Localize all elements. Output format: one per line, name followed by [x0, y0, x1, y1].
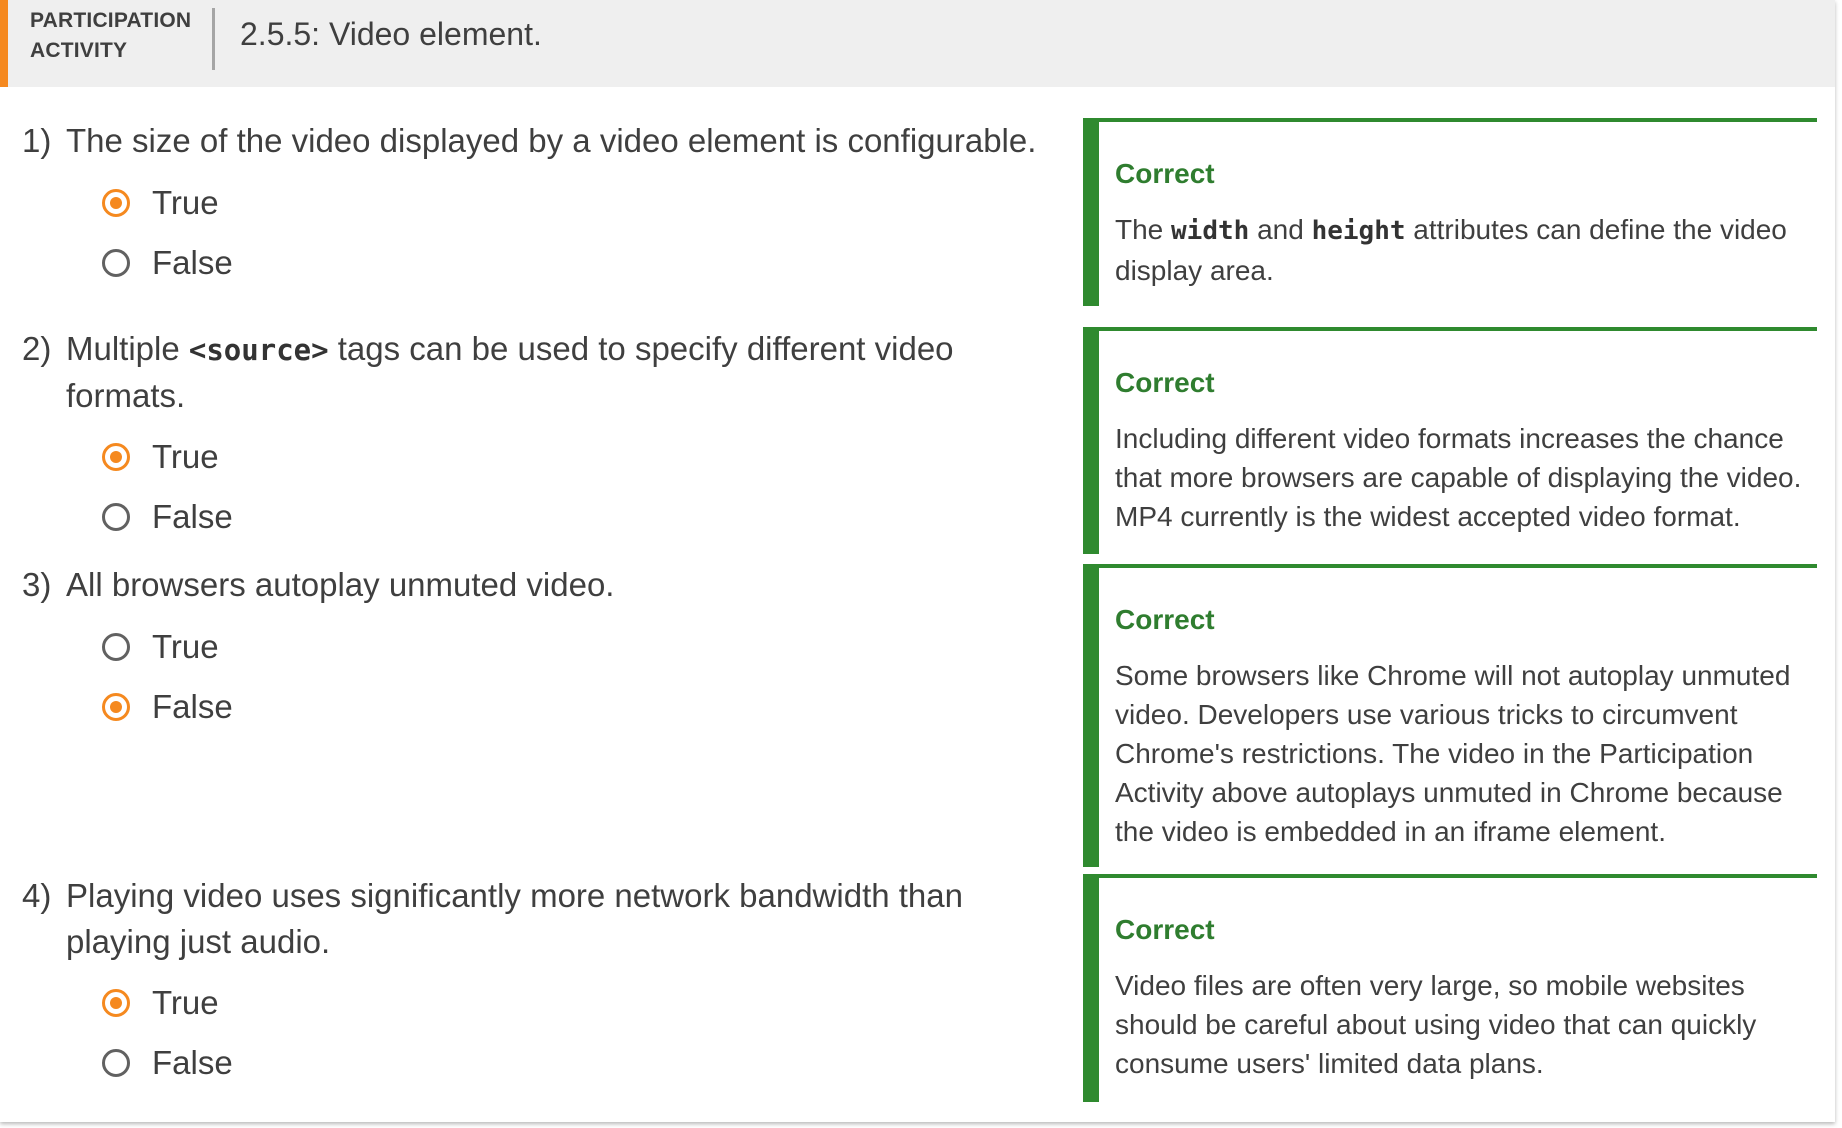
question-number: 4) — [22, 877, 52, 914]
option-label: False — [152, 498, 233, 535]
code-height: height — [1311, 216, 1406, 246]
q2-feedback: Correct Including different video format… — [1083, 327, 1817, 554]
activity-title: 2.5.5: Video element. — [240, 16, 542, 52]
radio-selected-icon[interactable] — [102, 443, 130, 471]
code-width: width — [1171, 216, 1250, 246]
header-divider — [212, 8, 215, 70]
radio-unselected-icon[interactable] — [102, 633, 130, 661]
question-number: 1) — [22, 122, 52, 159]
feedback-top-bar — [1083, 118, 1817, 122]
activity-header: PARTICIPATION ACTIVITY 2.5.5: Video elem… — [0, 0, 1835, 87]
question-text: The size of the video displayed by a vid… — [66, 122, 1037, 159]
activity-type-line1: PARTICIPATION — [30, 9, 192, 32]
option-label: True — [152, 438, 219, 475]
question-text: All browsers autoplay unmuted video. — [66, 566, 615, 603]
q3-feedback: Correct Some browsers like Chrome will n… — [1083, 564, 1817, 867]
feedback-text: Some browsers like Chrome will not autop… — [1115, 660, 1791, 847]
feedback-text: Video files are often very large, so mob… — [1115, 970, 1757, 1079]
radio-unselected-icon[interactable] — [102, 249, 130, 277]
question-text: Playing video uses significantly more ne… — [66, 877, 963, 960]
feedback-left-bar — [1083, 564, 1099, 867]
feedback-left-bar — [1083, 327, 1099, 554]
feedback-text: The width and height attributes can defi… — [1115, 214, 1787, 286]
code-source-tag: <source> — [188, 333, 329, 367]
q1-feedback: Correct The width and height attributes … — [1083, 118, 1817, 306]
feedback-status: Correct — [1115, 604, 1215, 635]
question-number: 3) — [22, 566, 52, 603]
feedback-top-bar — [1083, 327, 1817, 331]
option-label: False — [152, 244, 233, 281]
option-label: True — [152, 628, 219, 665]
question-text: Multiple <source> tags can be used to sp… — [66, 330, 954, 414]
radio-unselected-icon[interactable] — [102, 1049, 130, 1077]
option-label: False — [152, 1044, 233, 1081]
feedback-left-bar — [1083, 118, 1099, 306]
feedback-status: Correct — [1115, 367, 1215, 398]
radio-selected-icon[interactable] — [102, 989, 130, 1017]
option-label: True — [152, 184, 219, 221]
activity-type-label: PARTICIPATION ACTIVITY — [30, 6, 210, 66]
q4-feedback: Correct Video files are often very large… — [1083, 874, 1817, 1102]
feedback-status: Correct — [1115, 158, 1215, 189]
activity-type-line2: ACTIVITY — [30, 39, 128, 62]
feedback-status: Correct — [1115, 914, 1215, 945]
option-label: False — [152, 688, 233, 725]
feedback-top-bar — [1083, 874, 1817, 878]
feedback-text: Including different video formats increa… — [1115, 423, 1802, 532]
option-label: True — [152, 984, 219, 1021]
feedback-top-bar — [1083, 564, 1817, 568]
question-number: 2) — [22, 330, 52, 367]
feedback-left-bar — [1083, 874, 1099, 1102]
radio-selected-icon[interactable] — [102, 189, 130, 217]
radio-unselected-icon[interactable] — [102, 503, 130, 531]
header-accent-bar — [0, 0, 8, 87]
radio-selected-icon[interactable] — [102, 693, 130, 721]
